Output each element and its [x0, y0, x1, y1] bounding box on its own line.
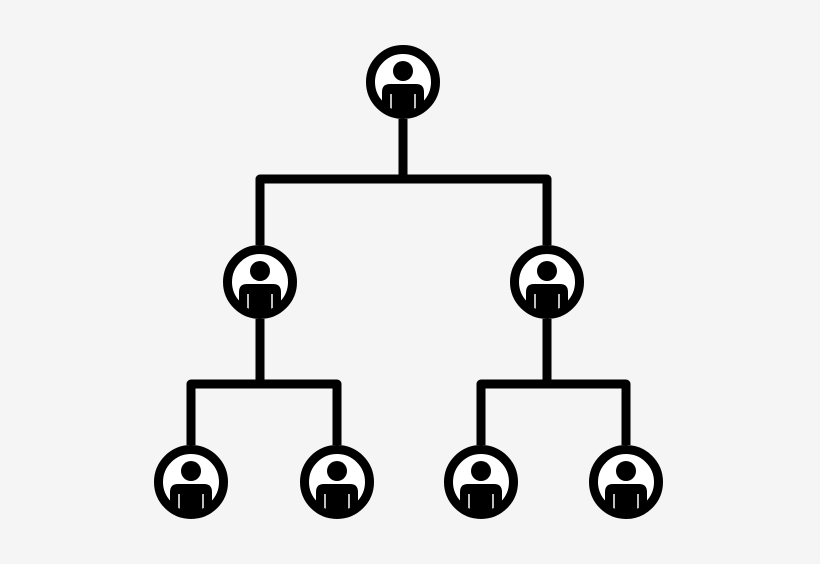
person-torso	[316, 484, 358, 511]
person-node-leaf-4	[589, 445, 663, 519]
person-node-mid-right	[510, 245, 584, 319]
person-torso	[239, 284, 281, 311]
person-icon	[460, 461, 502, 511]
connector-lines	[186, 119, 631, 445]
person-head	[181, 461, 201, 481]
person-head	[327, 461, 347, 481]
connector-mid-right	[476, 319, 631, 445]
connector-root	[255, 119, 552, 245]
person-icon	[382, 61, 424, 111]
person-icon	[526, 261, 568, 311]
person-icon	[605, 461, 647, 511]
person-head	[471, 461, 491, 481]
person-icon	[170, 461, 212, 511]
person-torso	[460, 484, 502, 511]
person-head	[250, 261, 270, 281]
person-icon	[239, 261, 281, 311]
person-torso	[170, 484, 212, 511]
person-node-leaf-1	[154, 445, 228, 519]
person-torso	[605, 484, 647, 511]
person-node-mid-left	[223, 245, 297, 319]
person-icon	[316, 461, 358, 511]
person-head	[537, 261, 557, 281]
connector-mid-left	[186, 319, 342, 445]
person-node-root	[366, 45, 440, 119]
person-head	[616, 461, 636, 481]
person-node-leaf-2	[300, 445, 374, 519]
person-node-leaf-3	[444, 445, 518, 519]
person-torso	[526, 284, 568, 311]
person-torso	[382, 84, 424, 111]
person-head	[393, 61, 413, 81]
person-nodes	[154, 45, 663, 519]
